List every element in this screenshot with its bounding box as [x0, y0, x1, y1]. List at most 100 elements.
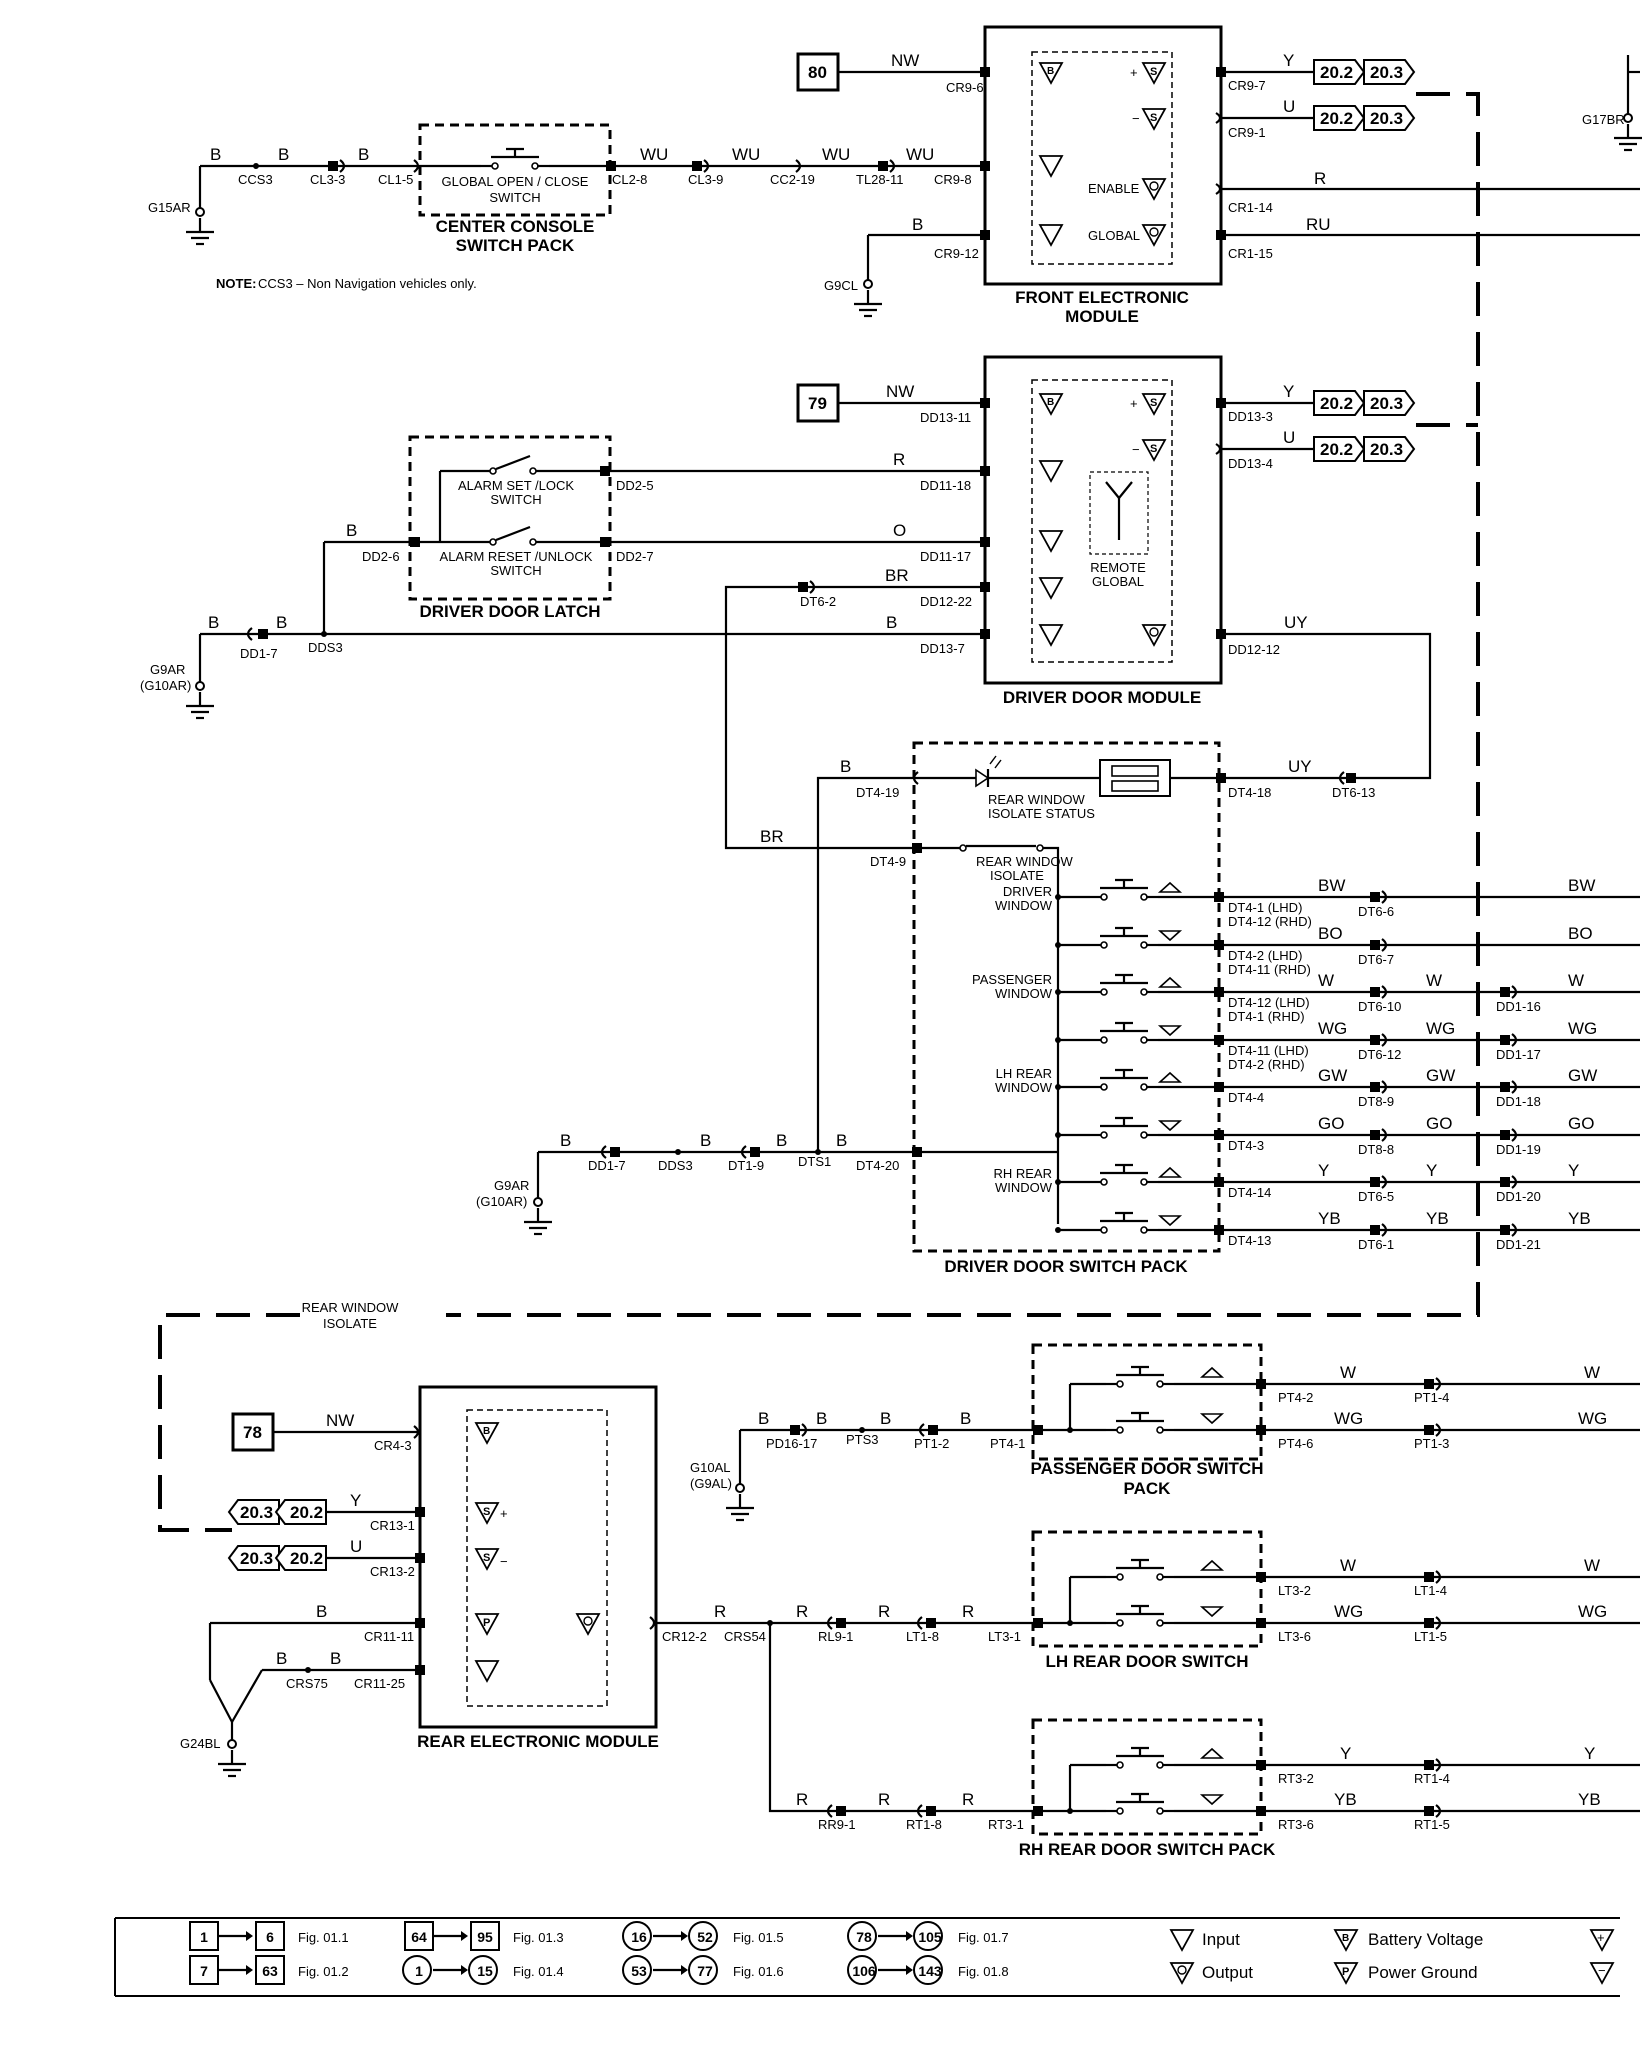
svg-text:DD2-7: DD2-7: [616, 549, 654, 564]
wire-color: GW: [1426, 1066, 1455, 1085]
svg-text:B: B: [912, 215, 923, 234]
svg-text:DD2-5: DD2-5: [616, 478, 654, 493]
svg-text:ALARM SET /LOCK: ALARM SET /LOCK: [458, 478, 574, 493]
wire-color: GW: [1568, 1066, 1597, 1085]
svg-text:B: B: [880, 1409, 891, 1428]
svg-text:B: B: [276, 613, 287, 632]
svg-text:DTS1: DTS1: [798, 1154, 831, 1169]
svg-text:UY: UY: [1288, 757, 1312, 776]
svg-text:Fig. 01.6: Fig. 01.6: [733, 1964, 784, 1979]
svg-text:R: R: [878, 1790, 890, 1809]
wire-color: Y: [1568, 1161, 1579, 1180]
driver-module-title: DRIVER DOOR MODULE: [1003, 688, 1201, 707]
svg-text:CCS3 – Non Navigation vehicles: CCS3 – Non Navigation vehicles only.: [258, 276, 477, 291]
svg-text:WINDOW: WINDOW: [995, 986, 1053, 1001]
svg-text:B: B: [700, 1131, 711, 1150]
svg-text:105: 105: [918, 1929, 942, 1945]
svg-text:WINDOW: WINDOW: [995, 898, 1053, 913]
svg-text:DT4-18: DT4-18: [1228, 785, 1271, 800]
svg-text:B: B: [358, 145, 369, 164]
svg-text:95: 95: [477, 1929, 493, 1945]
svg-text:(G9AL): (G9AL): [690, 1476, 732, 1491]
svg-text:NW: NW: [326, 1411, 354, 1430]
svg-text:B: B: [276, 1649, 287, 1668]
svg-text:Battery Voltage: Battery Voltage: [1368, 1930, 1483, 1949]
front-electronic-module: 80 FRONT ELECTRONIC MODULE NW CR9-6 + Y …: [796, 25, 1644, 326]
svg-text:CR1-14: CR1-14: [1228, 200, 1273, 215]
connector-label: DD1-21: [1496, 1237, 1541, 1252]
svg-text:Power Ground: Power Ground: [1368, 1963, 1478, 1982]
svg-text:G9AR: G9AR: [150, 662, 185, 677]
svg-text:WU: WU: [822, 145, 850, 164]
svg-text:20.2: 20.2: [1320, 109, 1353, 128]
svg-text:B: B: [758, 1409, 769, 1428]
svg-text:20.3: 20.3: [1370, 63, 1403, 82]
svg-text:GLOBAL: GLOBAL: [1092, 574, 1144, 589]
svg-text:RT1-4: RT1-4: [1414, 1771, 1450, 1786]
svg-text:+: +: [1597, 1930, 1605, 1945]
svg-text:PT1-4: PT1-4: [1414, 1390, 1449, 1405]
svg-text:WU: WU: [640, 145, 668, 164]
rear-electronic-module: 78 REAR ELECTRONIC MODULE NW CR4-3 20.3 …: [180, 1385, 1040, 1813]
svg-text:R: R: [962, 1790, 974, 1809]
svg-text:WU: WU: [732, 145, 760, 164]
svg-text:W: W: [1584, 1556, 1600, 1575]
pin-label: DT4-11 (RHD): [1228, 962, 1311, 977]
connector-label: DT8-9: [1358, 1094, 1394, 1109]
svg-text:78: 78: [243, 1423, 262, 1442]
svg-text:20.2: 20.2: [1320, 63, 1353, 82]
svg-text:G15AR: G15AR: [148, 200, 191, 215]
wire-color: BW: [1318, 876, 1345, 895]
wire-color: WG: [1426, 1019, 1455, 1038]
svg-text:RH REAR DOOR SWITCH PACK: RH REAR DOOR SWITCH PACK: [1019, 1840, 1276, 1859]
svg-text:PT1-2: PT1-2: [914, 1436, 949, 1451]
svg-text:20.3: 20.3: [1370, 109, 1403, 128]
svg-text:B: B: [560, 1131, 571, 1150]
svg-text:G10AL: G10AL: [690, 1460, 730, 1475]
svg-text:ISOLATE: ISOLATE: [323, 1316, 377, 1331]
svg-text:YB: YB: [1578, 1790, 1601, 1809]
connector-label: DT6-12: [1358, 1047, 1401, 1062]
pin-label: DT4-12 (RHD): [1228, 914, 1312, 929]
svg-text:B: B: [776, 1131, 787, 1150]
svg-text:R: R: [1314, 169, 1326, 188]
connector-label: DT6-6: [1358, 904, 1394, 919]
svg-text:CR12-2: CR12-2: [662, 1629, 707, 1644]
svg-text:LH REAR DOOR SWITCH: LH REAR DOOR SWITCH: [1045, 1652, 1248, 1671]
svg-text:SWITCH: SWITCH: [490, 563, 541, 578]
svg-text:PASSENGER DOOR SWITCH: PASSENGER DOOR SWITCH: [1031, 1459, 1264, 1478]
wire-color: W: [1426, 971, 1442, 990]
svg-text:Y: Y: [1584, 1744, 1595, 1763]
svg-text:(G10AR): (G10AR): [140, 678, 191, 693]
svg-text:U: U: [1283, 428, 1295, 447]
svg-text:20.3: 20.3: [1370, 440, 1403, 459]
svg-text:B: B: [208, 613, 219, 632]
svg-text:Y: Y: [350, 1491, 361, 1510]
pin-label: DT4-2 (RHD): [1228, 1057, 1305, 1072]
svg-text:ENABLE: ENABLE: [1088, 181, 1140, 196]
wire-color: Y: [1318, 1161, 1329, 1180]
svg-text:R: R: [893, 450, 905, 469]
svg-text:DRIVER DOOR LATCH: DRIVER DOOR LATCH: [419, 602, 600, 621]
svg-text:WU: WU: [906, 145, 934, 164]
wire-color: YB: [1426, 1209, 1449, 1228]
svg-text:Y: Y: [1283, 382, 1294, 401]
svg-text:LT3-2: LT3-2: [1278, 1583, 1311, 1598]
svg-text:LT3-1: LT3-1: [988, 1629, 1021, 1644]
svg-text:−: −: [500, 1554, 508, 1569]
driver-door-switch-pack: DRIVER DOOR SWITCH PACK B DT4-19 REAR WI…: [476, 741, 1640, 1276]
window-switch-row: DT4-11 (LHD)DT4-2 (RHD)WGDT6-12WGDD1-17W…: [1055, 1019, 1640, 1072]
svg-text:Fig. 01.3: Fig. 01.3: [513, 1930, 564, 1945]
svg-text:LH REAR: LH REAR: [996, 1066, 1052, 1081]
svg-text:CR13-2: CR13-2: [370, 1564, 415, 1579]
svg-text:RH REAR: RH REAR: [993, 1166, 1052, 1181]
svg-text:B: B: [316, 1602, 327, 1621]
svg-text:Fig. 01.7: Fig. 01.7: [958, 1930, 1009, 1945]
svg-text:78: 78: [856, 1929, 872, 1945]
wire-color: WG: [1568, 1019, 1597, 1038]
connector-label: DT6-5: [1358, 1189, 1394, 1204]
